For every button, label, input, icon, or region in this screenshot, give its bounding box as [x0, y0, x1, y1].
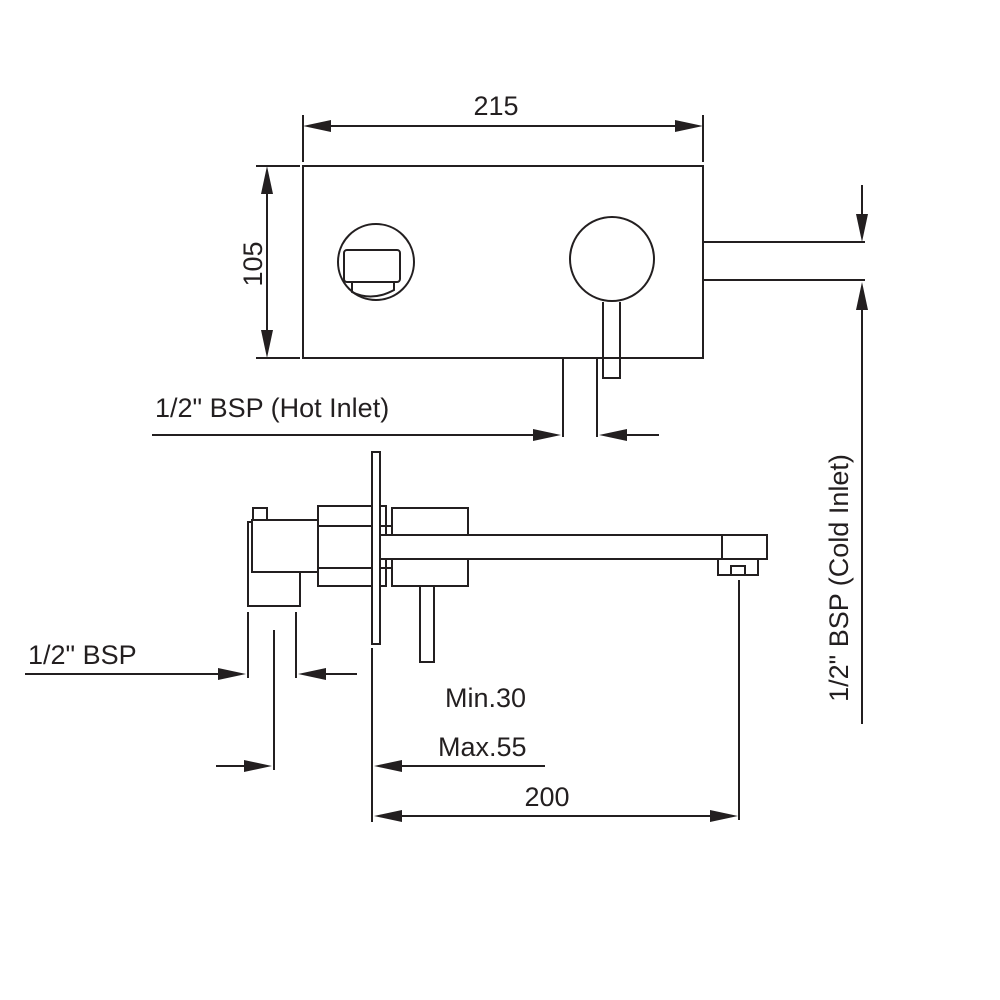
cold-inlet-leader: 1/2" BSP (Cold Inlet) — [824, 185, 868, 724]
hot-inlet-leader: 1/2" BSP (Hot Inlet) — [152, 393, 659, 441]
side-inlet-label: 1/2" BSP — [28, 640, 137, 670]
side-inlet-leader: 1/2" BSP — [25, 612, 357, 680]
spout-side — [379, 534, 768, 576]
dimension-depth: Min.30 Max.55 — [216, 630, 545, 822]
dimension-height: 105 — [238, 165, 300, 359]
cold-inlet-label: 1/2" BSP (Cold Inlet) — [824, 454, 854, 702]
dimension-spout: 200 — [374, 580, 740, 822]
diverter-knob-front — [337, 223, 415, 301]
side-view — [247, 451, 768, 663]
dimension-width: 215 — [302, 91, 704, 162]
mixer-handle-front — [569, 216, 655, 379]
dimension-spout-label: 200 — [524, 782, 569, 812]
wall-plate-side — [371, 451, 381, 645]
dimension-max-label: Max.55 — [438, 732, 527, 762]
dimension-min-label: Min.30 — [445, 683, 526, 713]
front-view — [302, 165, 865, 437]
dimension-width-label: 215 — [473, 91, 518, 121]
hot-inlet-label: 1/2" BSP (Hot Inlet) — [155, 393, 389, 423]
diverter-knob-side — [247, 507, 319, 607]
dimension-height-label: 105 — [238, 241, 268, 286]
wall-plate-front — [302, 165, 704, 359]
mixer-lever-side — [419, 585, 435, 663]
